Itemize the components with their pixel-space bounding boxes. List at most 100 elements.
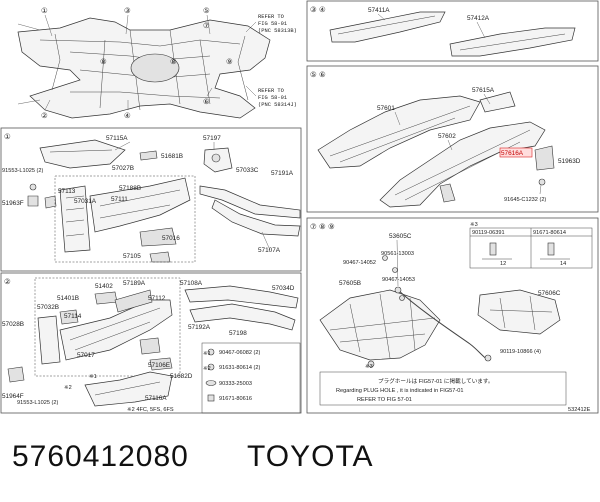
panel-5-6: ⑤ ⑥ 57615A 57601 57602 57616A 51963D 916…: [306, 65, 599, 213]
underbody-frame-illustration: [17, 17, 271, 119]
refer-to-1: REFER TO: [258, 14, 284, 20]
detail-mark-3: ※3: [470, 221, 478, 228]
panel-3-4: ③ ④ 57411A 57412A: [306, 0, 599, 62]
refer-to-2: REFER TO: [258, 88, 284, 94]
callout-2: ②: [41, 111, 48, 120]
part-57032b: 57032B: [37, 304, 59, 311]
part-57606c: 57606C: [538, 290, 561, 297]
part-57112: 57112: [148, 295, 166, 302]
part-57602: 57602: [438, 133, 456, 140]
highlight-57616a: [499, 147, 533, 158]
dimension-14: 14: [560, 261, 566, 267]
part-57113: 57113: [58, 188, 76, 195]
part-51402: 51402: [95, 283, 113, 290]
part-57605b: 57605B: [339, 280, 361, 287]
panel-9-circle: ⑨: [328, 222, 335, 231]
panel-1: ① 57115A 57197 51681B 91553-L1025 (2) 57…: [0, 127, 302, 272]
plug-hole-note-jp: プラグホールは FIG57-01 に掲載しています。: [378, 377, 494, 385]
part-51963d: 51963D: [558, 158, 581, 165]
part-57027b: 57027B: [112, 165, 134, 172]
part-90467-14053: 90467-14053: [382, 277, 415, 283]
refer-pnc-1: (PNC 58313B): [258, 28, 297, 34]
part-91553-l1025-b: 91553-L1025 (2): [17, 400, 59, 406]
part-90467-14052: 90467-14052: [343, 260, 376, 266]
part-57188b: 57188B: [119, 185, 141, 192]
part-57016: 57016: [162, 235, 180, 242]
part-57191a: 57191A: [271, 170, 294, 177]
key-90467-06082: 90467-06082 (2): [219, 350, 261, 356]
side-member-57602-illustration: [379, 121, 546, 208]
part-57105: 57105: [123, 253, 141, 260]
part-91671-80614: 91671-80614: [533, 230, 566, 236]
side-member-57601-illustration: [317, 95, 481, 169]
panel-1-circle: ①: [4, 132, 11, 141]
refer-to-fig-57-01: REFER TO FIG 57-01: [357, 397, 412, 403]
key-91631-80614: 91631-80614 (2): [219, 365, 261, 371]
member-57111-illustration: [89, 177, 191, 233]
panel-8-circle: ⑧: [319, 222, 326, 231]
panel-6-circle: ⑥: [319, 70, 326, 79]
brace-57606c-illustration: [477, 289, 561, 335]
part-57115a: 57115A: [106, 135, 128, 142]
part-57198: 57198: [229, 330, 247, 337]
part-51682d: 51682D: [170, 373, 193, 380]
callout-9: ⑨: [226, 57, 233, 66]
part-51681b: 51681B: [161, 153, 183, 160]
panel-3-circle: ③: [310, 5, 317, 14]
mark-1: ※1: [89, 373, 97, 380]
part-57189a: 57189A: [123, 280, 146, 287]
callout-3: ③: [124, 6, 131, 15]
dimension-12: 12: [500, 261, 506, 267]
part-57615a: 57615A: [472, 87, 495, 94]
panel-4-circle: ④: [319, 5, 326, 14]
part-57601: 57601: [377, 105, 395, 112]
part-57412a: 57412A: [467, 15, 490, 22]
part-57411a: 57411A: [368, 7, 390, 14]
panel-2: ② 51402 57189A 51401B 57112 57032B 57114…: [0, 272, 302, 414]
part-57028b: 57028B: [2, 321, 24, 328]
part-53605c: 53605C: [389, 233, 412, 240]
part-57192a: 57192A: [188, 324, 211, 331]
panel-5-circle: ⑤: [310, 70, 317, 79]
refer-fig-2: FIG 58-01: [258, 95, 287, 101]
note-mark-3: ※3: [365, 363, 373, 370]
part-57114: 57114: [64, 313, 82, 320]
callout-8: ⑧: [100, 57, 107, 66]
part-57116a: 57116A: [145, 395, 167, 402]
part-57034d: 57034D: [272, 285, 295, 292]
fastener-key-box: [201, 342, 301, 414]
plug-hole-note-box: [319, 371, 567, 406]
member-57113-illustration: [59, 185, 91, 253]
floor-overview-panel: ① ③ ⑤ ⑦ ⑧ ⑧ ⑨ ② ④ ⑥ REFER TO FIG 58-01 (…: [17, 6, 297, 120]
mark-2: ※2: [64, 384, 72, 391]
key-mark-1: ※1: [203, 350, 211, 357]
part-57107a: 57107A: [258, 247, 281, 254]
callout-8b: ⑧: [170, 57, 177, 66]
part-57111: 57111: [111, 196, 128, 203]
part-57108a: 57108A: [180, 280, 203, 287]
part-51963f: 51963F: [2, 200, 24, 207]
part-57033c: 57033C: [236, 167, 259, 174]
part-91645-c1232: 91645-C1232 (2): [504, 197, 546, 203]
part-90119-06391: 90119-06391: [472, 230, 505, 236]
refer-fig-1: FIG 58-01: [258, 21, 287, 27]
part-57017: 57017: [77, 352, 95, 359]
part-57616a: 57616A: [501, 150, 524, 157]
part-51401b: 51401B: [57, 295, 79, 302]
key-mark-2: ※2: [203, 365, 211, 372]
part-57197: 57197: [203, 135, 221, 142]
member-57115a-illustration: [39, 139, 126, 169]
catalog-code: 532412E: [568, 407, 591, 413]
key-91671-80616: 91671-80616: [219, 396, 252, 402]
refer-pnc-2: (PNC 58314J): [258, 102, 297, 108]
key-90333-25003: 90333-25003: [219, 381, 252, 387]
part-57031a: 57031A: [74, 198, 97, 205]
brand-title: TOYOTA: [247, 440, 374, 473]
panel-7-circle: ⑦: [310, 222, 317, 231]
panel-57605b-illustration: [319, 289, 441, 361]
callout-7: ⑦: [203, 21, 210, 30]
part-57106e: 57106E: [148, 362, 170, 369]
part-51964f: 51964F: [2, 393, 24, 400]
callout-6: ⑥: [203, 97, 210, 106]
